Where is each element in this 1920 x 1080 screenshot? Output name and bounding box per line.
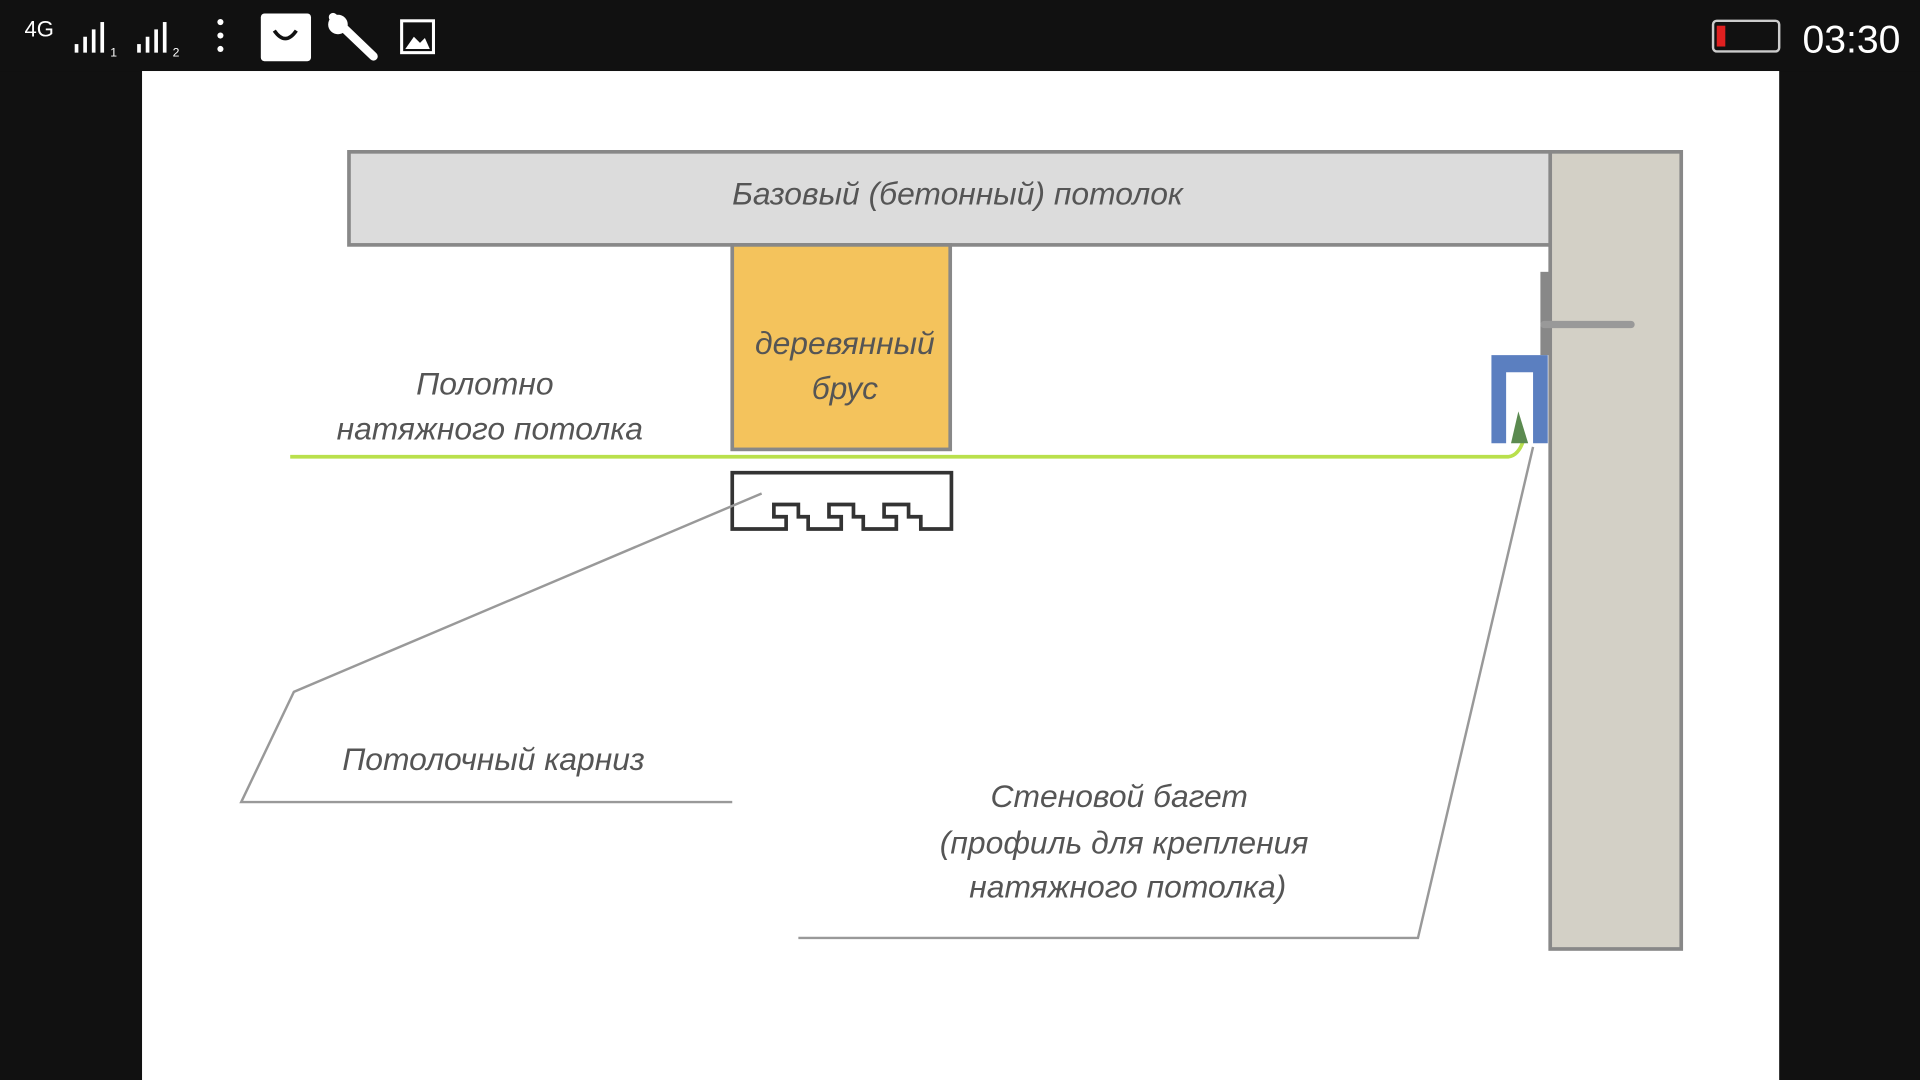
signal-icon — [74, 22, 105, 53]
wall-baguette — [1491, 271, 1635, 444]
status-bar: 4G 1 2 03:30 — [0, 0, 1920, 72]
beam-label-2: брус — [812, 370, 878, 406]
ceiling-cornice — [730, 470, 954, 531]
sim1-label: 1 — [110, 45, 117, 59]
cornice-leader-line — [239, 492, 763, 804]
wrench-icon — [328, 12, 378, 61]
stretch-canvas-line — [290, 440, 1526, 459]
wall — [1548, 150, 1684, 951]
beam-label-1: деревянный — [755, 325, 935, 361]
sim2-label: 2 — [173, 45, 180, 59]
baguette-label-2: (профиль для крепления — [940, 824, 1309, 860]
canvas-label-1: Полотно — [416, 365, 553, 401]
cornice-label: Потолочный карниз — [342, 741, 645, 777]
baguette-label-1: Стеновой багет — [990, 778, 1247, 814]
image-icon — [400, 19, 435, 55]
signal-icon — [137, 22, 167, 53]
clock: 03:30 — [1802, 19, 1900, 62]
network-type: 4G — [24, 17, 53, 42]
baguette-label-3: натяжного потолка) — [969, 869, 1286, 905]
shopping-bag-icon — [260, 13, 312, 62]
more-icon[interactable] — [217, 18, 224, 53]
diagram: Базовый (бетонный) потолок деревянный бр… — [239, 150, 1684, 951]
canvas-label-2: натяжного потолка — [337, 411, 643, 447]
ceiling-label: Базовый (бетонный) потолок — [732, 175, 1185, 211]
baguette-leader-line — [798, 446, 1535, 940]
battery-icon — [1711, 19, 1781, 53]
wooden-beam — [730, 243, 953, 452]
